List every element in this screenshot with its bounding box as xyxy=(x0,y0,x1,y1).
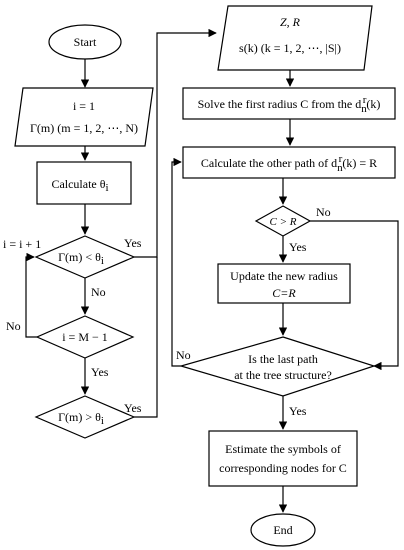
cond3-label: Γ(m) > θ xyxy=(58,410,101,424)
edge-cond3-yes xyxy=(134,257,158,418)
condcr-yes-label: Yes xyxy=(289,240,307,254)
update-line1: Update the new radius xyxy=(230,269,338,283)
decision-c-gt-r: C > R xyxy=(254,205,312,237)
init-line1: i = 1 xyxy=(73,99,95,113)
estimate-line2: corresponding nodes for C xyxy=(219,461,347,475)
edge-condcr-no xyxy=(310,220,399,371)
cond2-yes-label: Yes xyxy=(91,365,109,379)
svg-text:Γ(m) > θi: Γ(m) > θi xyxy=(58,410,104,427)
start-label: Start xyxy=(74,35,97,49)
solve-radius-sup: r xyxy=(363,94,367,106)
last-path-line2: at the tree structure? xyxy=(234,368,332,382)
cond-cr-label: C > R xyxy=(270,216,297,228)
init-line2: Γ(m) (m = 1, 2, ⋯, N) xyxy=(30,121,138,135)
input-line1: Z, R xyxy=(280,15,301,29)
svg-text:Calculate the other path of dn: Calculate the other path of dnr(k) = R xyxy=(201,153,377,174)
solve-radius-tail: (k) xyxy=(366,97,380,111)
input-line2: s(k) (k = 1, 2, ⋯, |S|) xyxy=(239,41,341,55)
edge-lastpath-no xyxy=(171,157,182,367)
cond2-label: i = M − 1 xyxy=(62,330,108,344)
cond1-sub: i xyxy=(101,255,104,267)
solve-radius-box: Solve the first radius C from the dnr(k) xyxy=(182,87,396,120)
lastpath-no-label: No xyxy=(176,348,191,362)
decision-last-path: Is the last path at the tree structure? xyxy=(178,336,376,397)
cond1-yes-label: Yes xyxy=(124,236,142,250)
start-terminal: Start xyxy=(48,24,122,60)
cond3-sub: i xyxy=(101,415,104,427)
update-line2: C=R xyxy=(272,286,296,300)
calc-path-box: Calculate the other path of dnr(k) = R xyxy=(182,146,396,179)
estimate-line1: Estimate the symbols of xyxy=(225,442,341,456)
svg-text:Calculate θi: Calculate θi xyxy=(51,177,108,194)
last-path-line1: Is the last path xyxy=(248,352,318,366)
calc-theta-label: Calculate θ xyxy=(51,177,105,191)
increment-label: i = i + 1 xyxy=(3,237,41,251)
calc-path-sup: r xyxy=(339,153,343,165)
init-io-box: i = 1 Γ(m) (m = 1, 2, ⋯, N) xyxy=(14,87,154,147)
estimate-box: Estimate the symbols of corresponding no… xyxy=(208,430,358,487)
calc-path-sub: n xyxy=(337,162,343,174)
calc-theta-box: Calculate θi xyxy=(36,161,132,205)
svg-text:Solve the first radius C from: Solve the first radius C from the dnr(k) xyxy=(198,94,381,115)
solve-radius-label: Solve the first radius C from the d xyxy=(198,97,362,111)
calc-path-tail: (k) = R xyxy=(342,156,377,170)
edge-cond1-yes xyxy=(134,28,217,258)
input-io-box: Z, R s(k) (k = 1, 2, ⋯, |S|) xyxy=(217,5,373,71)
calc-theta-sub: i xyxy=(106,182,109,194)
decision-cond3: Γ(m) > θi xyxy=(34,395,136,439)
cond2-no-label: No xyxy=(6,319,21,333)
update-radius-box: Update the new radius C=R xyxy=(217,263,351,304)
cond1-label: Γ(m) < θ xyxy=(58,250,101,264)
cond1-no-label: No xyxy=(91,285,106,299)
lastpath-yes-label: Yes xyxy=(289,404,307,418)
decision-cond2: i = M − 1 xyxy=(35,315,135,359)
cond3-yes-label: Yes xyxy=(124,401,142,415)
end-terminal: End xyxy=(250,513,316,547)
svg-text:Γ(m) < θi: Γ(m) < θi xyxy=(58,250,104,267)
edge-cond2-loopback xyxy=(25,252,37,338)
end-label: End xyxy=(273,523,292,537)
decision-cond1: Γ(m) < θi xyxy=(34,235,136,279)
calc-path-label: Calculate the other path of d xyxy=(201,156,337,170)
solve-radius-sub: n xyxy=(361,103,367,115)
condcr-no-label: No xyxy=(316,205,331,219)
